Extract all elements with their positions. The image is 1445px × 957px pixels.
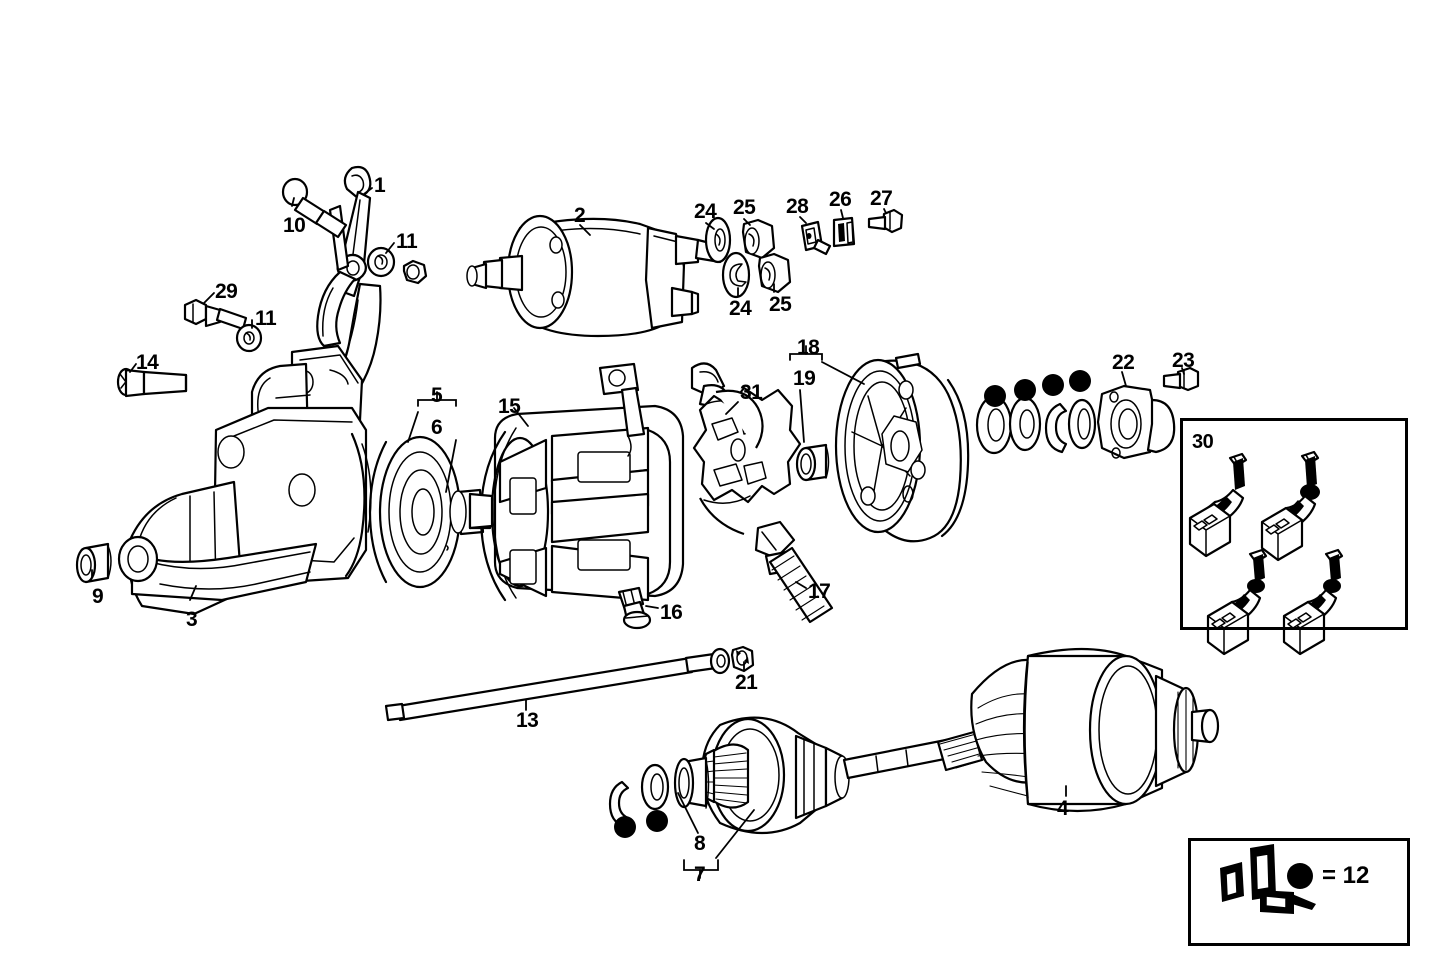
part-29-bolt [183,298,248,331]
callout-3: 3 [186,608,198,631]
callout-5: 5 [431,384,443,407]
part-25-nut-b [757,252,792,294]
part-31-brush-holder [690,362,802,576]
callout-25a: 25 [733,196,756,219]
part-7-drive-pinion [700,716,850,835]
part-4-armature [842,647,1220,813]
callout-11b: 11 [255,307,277,330]
callout-25b: 25 [769,293,792,316]
leader-lines [91,187,1185,879]
part-28-terminal-clip [800,220,832,256]
callout-13: 13 [516,709,539,732]
callout-10: 10 [283,214,306,237]
part-12-dot-markers [614,370,1091,838]
callout-19: 19 [793,367,816,390]
part-9-bushing [75,542,112,584]
part-11-washer-a [366,246,396,278]
legend-inset-art [1220,844,1316,914]
callout-9: 9 [92,585,104,608]
callout-15: 15 [498,395,521,418]
part-16-pole-screw [617,586,652,630]
part-2-solenoid-switch [466,214,724,338]
callout-29: 29 [215,280,238,303]
callout-22: 22 [1112,351,1135,374]
part-26-terminal-clip [832,216,856,248]
callout-6: 6 [431,416,443,439]
part-11-nut-a [402,259,428,285]
callout-21: 21 [735,671,758,694]
callout-24a: 24 [694,200,717,223]
part-15-field-coil-housing [468,362,685,602]
callout-28: 28 [786,195,809,218]
callout-24b: 24 [729,297,752,320]
part-27-screw [867,208,904,234]
part-24-washer-b [721,251,751,299]
callout-23: 23 [1172,349,1195,372]
callout-27: 27 [870,187,893,210]
part-5-6-seal-discs [368,435,485,589]
callout-8: 8 [694,832,706,855]
legend-equals-12: = 12 [1322,862,1370,889]
callout-11a: 11 [396,230,418,253]
callout-1: 1 [374,174,386,197]
callout-17: 17 [808,580,831,603]
part-18-commutator-end-cap [834,352,970,543]
part-21-nut [730,645,755,673]
part-3-drive-end-housing [117,344,372,616]
part-14-screw [116,367,188,398]
callout-31: 31 [740,381,763,404]
part-25-nut-a [741,218,776,260]
callout-26: 26 [829,188,852,211]
callout-2: 2 [574,204,586,227]
part-23-screw [1162,366,1200,392]
shim-and-seal-stack [975,395,1097,455]
inset-30-brush-set [1180,418,1408,630]
legend-inset [1188,838,1410,946]
part-21-washer [709,647,731,675]
part-10-pivot-bolt [281,177,348,239]
part-24-washer-a [704,216,732,264]
part-13-through-bolt [384,652,718,722]
callout-4: 4 [1057,797,1069,820]
part-11-washer-b [235,323,263,353]
part-22-bearing-cover [1096,384,1176,460]
callout-18: 18 [797,336,820,359]
inset-30-label: 30 [1192,431,1214,453]
callout-7: 7 [694,863,706,886]
callout-14: 14 [136,351,159,374]
callout-16: 16 [660,601,683,624]
part-19-bushing [795,443,830,482]
